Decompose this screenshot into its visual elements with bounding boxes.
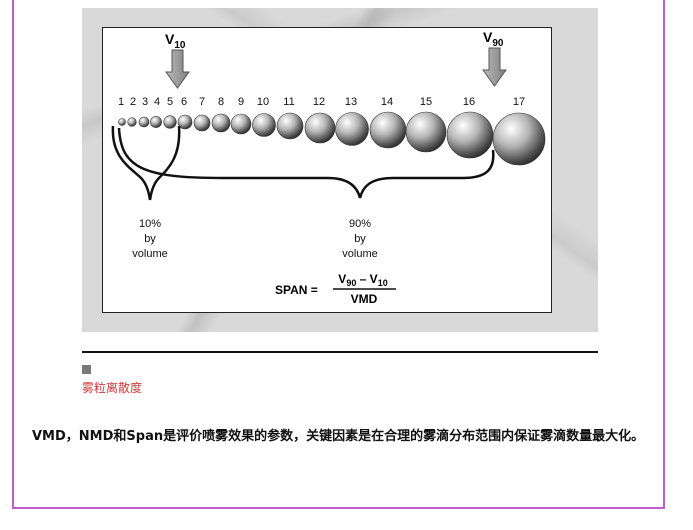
- label-90-percent-line3: volume: [342, 248, 377, 260]
- droplet-12: [304, 112, 336, 144]
- droplet-9: [230, 113, 252, 135]
- size-index-8: 8: [218, 96, 224, 108]
- droplet-3: [138, 116, 150, 128]
- size-index-16: 16: [463, 96, 475, 108]
- droplet-row: [118, 111, 546, 166]
- label-90-percent-line2: by: [354, 233, 366, 245]
- figure-svg: V10 V90 1 2 3 4 5 6 7 8 9 10 11 12 13 14…: [111, 29, 546, 306]
- size-index-12: 12: [313, 96, 325, 108]
- v10-label: V10: [165, 31, 186, 51]
- droplet-1: [118, 118, 126, 126]
- size-index-10: 10: [257, 96, 269, 108]
- droplet-4: [150, 116, 162, 128]
- figure-caption: 雾粒离散度: [82, 381, 143, 395]
- droplet-16: [446, 111, 494, 159]
- span-label: SPAN =: [275, 283, 318, 297]
- droplet-5: [163, 115, 177, 129]
- v10-arrow-icon: [165, 49, 190, 89]
- divider-line: [82, 351, 598, 353]
- droplet-13: [335, 112, 369, 146]
- brace-90-percent: [117, 127, 495, 199]
- droplet-6: [177, 114, 193, 130]
- droplet-11: [276, 112, 304, 140]
- size-index-15: 15: [420, 96, 432, 108]
- size-index-5: 5: [167, 96, 173, 108]
- droplet-distribution-figure: V10 V90 1 2 3 4 5 6 7 8 9 10 11 12 13 14…: [102, 27, 552, 313]
- size-index-11: 11: [283, 96, 294, 108]
- size-index-14: 14: [381, 96, 393, 108]
- brace-10-percent: [111, 125, 181, 201]
- droplet-2: [127, 117, 137, 127]
- droplet-10: [252, 113, 276, 137]
- label-10-percent-line3: volume: [132, 248, 167, 260]
- size-index-3: 3: [142, 96, 148, 108]
- caption-bullet-icon: [82, 365, 91, 374]
- v90-label: V90: [483, 29, 504, 49]
- size-index-9: 9: [238, 96, 244, 108]
- label-10-percent-line1: 10%: [139, 218, 161, 230]
- label-90-percent: 90% by volume: [342, 218, 377, 260]
- formula-denominator: VMD: [351, 292, 378, 306]
- droplet-15: [405, 111, 447, 153]
- size-index-6: 6: [181, 96, 187, 108]
- size-index-7: 7: [199, 96, 205, 108]
- size-index-numbers: 1 2 3 4 5 6 7 8 9 10 11 12 13 14 15 16 1…: [118, 96, 525, 108]
- label-10-percent-line2: by: [144, 233, 156, 245]
- droplet-17: [492, 112, 546, 166]
- droplet-14: [369, 111, 407, 149]
- size-index-1: 1: [118, 96, 124, 108]
- content-frame: [12, 0, 665, 509]
- size-index-13: 13: [345, 96, 357, 108]
- size-index-4: 4: [154, 96, 160, 108]
- size-index-17: 17: [513, 96, 525, 108]
- v90-arrow-icon: [482, 47, 507, 87]
- formula-numerator: V90 – V10: [338, 272, 387, 288]
- droplet-7: [193, 114, 211, 132]
- label-90-percent-line1: 90%: [349, 218, 371, 230]
- droplet-8: [211, 113, 231, 133]
- size-index-2: 2: [130, 96, 136, 108]
- body-paragraph: VMD，NMD和Span是评价喷雾效果的参数，关键因素是在合理的雾滴分布范围内保…: [32, 429, 645, 444]
- label-10-percent: 10% by volume: [132, 218, 167, 260]
